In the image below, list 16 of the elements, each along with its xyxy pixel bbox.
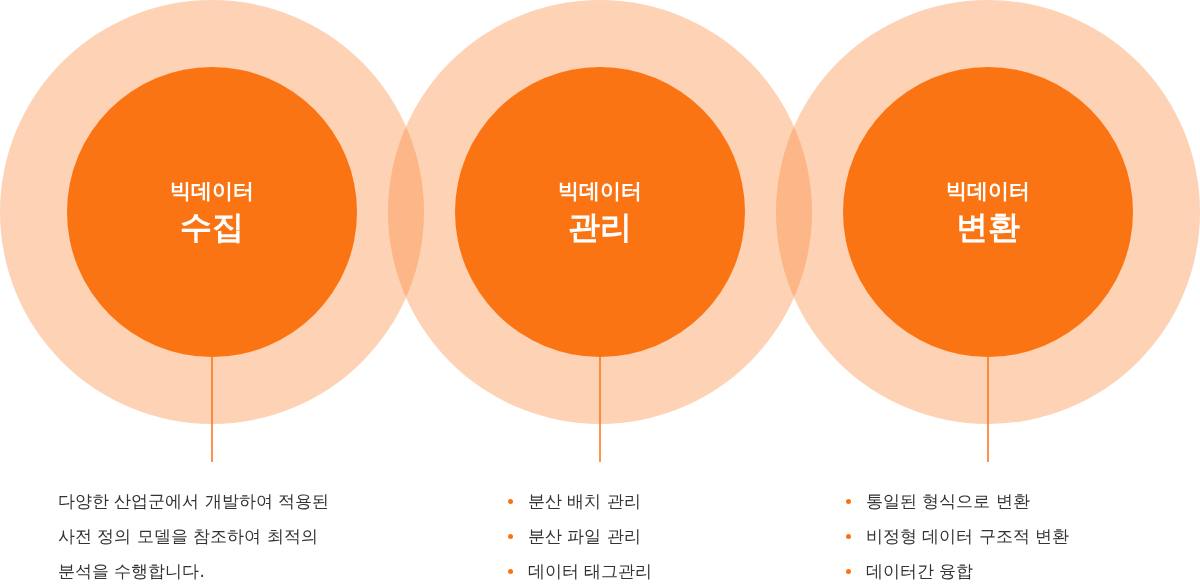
leader-line (599, 356, 601, 463)
bullet-text: 비정형 데이터 구조적 변환 (866, 526, 1070, 546)
circle-title: 관리 (568, 207, 632, 248)
circle-subtitle: 빅데이터 (946, 178, 1030, 205)
circle-title: 수집 (180, 207, 244, 248)
bullet-text: 통일된 형식으로 변환 (866, 491, 1030, 511)
bullet-text: 데이터 태그관리 (528, 561, 653, 581)
bullet-text: 분산 배치 관리 (528, 491, 641, 511)
bullet-text: 분산 파일 관리 (528, 526, 641, 546)
circle-subtitle: 빅데이터 (170, 178, 254, 205)
circle-subtitle: 빅데이터 (558, 178, 642, 205)
leader-line (987, 356, 989, 463)
circle-title: 변환 (956, 207, 1020, 248)
description-text: 다양한 산업군에서 개발하여 적용된 사전 정의 모델을 참조하여 최적의 분석을 수행합니다. (58, 490, 331, 583)
leader-line (211, 356, 213, 463)
bullet-text: 데이터간 융합 (866, 561, 974, 581)
